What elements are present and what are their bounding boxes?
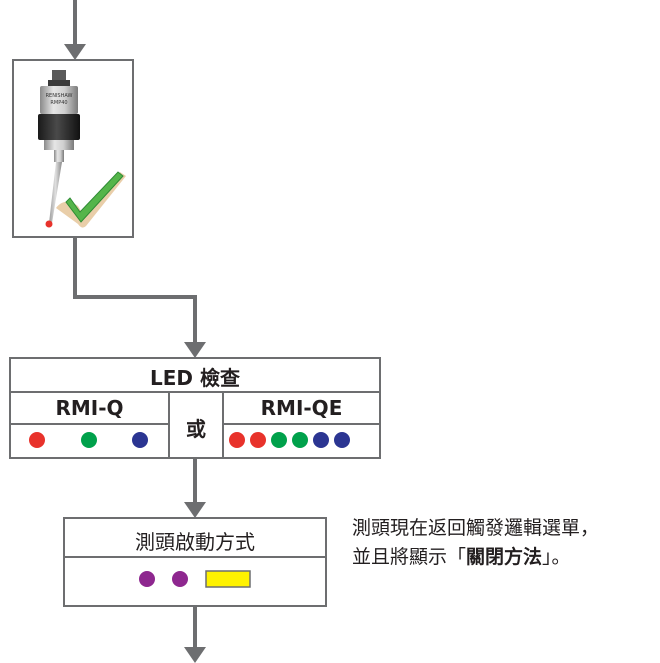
- led-dot: [292, 432, 308, 448]
- probe-illustration: [38, 70, 80, 228]
- rmi-q-label: RMI-Q: [55, 396, 124, 420]
- indicator-dot: [172, 571, 188, 587]
- indicator-bar: [205, 570, 251, 588]
- flow-arrow-middle: [184, 458, 206, 518]
- led-dot: [29, 432, 45, 448]
- led-group-rmi-q: [29, 432, 148, 448]
- flow-connector: [73, 237, 206, 358]
- note-highlight: 關閉方法: [466, 546, 543, 568]
- note-line-2: 並且將顯示「關閉方法」。: [352, 542, 571, 569]
- led-dot: [250, 432, 266, 448]
- led-dot: [132, 432, 148, 448]
- indicator-dot: [139, 571, 155, 587]
- note-line-2-prefix: 並且將顯示: [352, 546, 448, 568]
- flow-arrow-top: [64, 0, 86, 60]
- note-quote-open: 「: [447, 546, 467, 568]
- led-dot: [334, 432, 350, 448]
- led-check-title: LED 檢查: [150, 366, 240, 390]
- note-quote-close: 」。: [542, 546, 571, 568]
- start-indicator-group: [139, 570, 251, 588]
- probe-brand-label: RENISHAW: [45, 93, 73, 99]
- check-mark-icon: [56, 171, 126, 228]
- led-dot: [313, 432, 329, 448]
- led-dot: [271, 432, 287, 448]
- note-line-1: 測頭現在返回觸發邏輯選單，: [352, 517, 600, 539]
- led-dot: [81, 432, 97, 448]
- or-label: 或: [186, 417, 206, 441]
- probe-start-box: [63, 517, 327, 607]
- led-group-rmi-qe: [229, 432, 350, 448]
- probe-model-label: RMP40: [50, 100, 68, 106]
- probe-start-title: 測頭啟動方式: [135, 530, 255, 554]
- rmi-qe-label: RMI-QE: [260, 396, 343, 420]
- led-dot: [229, 432, 245, 448]
- flow-arrow-bottom: [184, 606, 206, 663]
